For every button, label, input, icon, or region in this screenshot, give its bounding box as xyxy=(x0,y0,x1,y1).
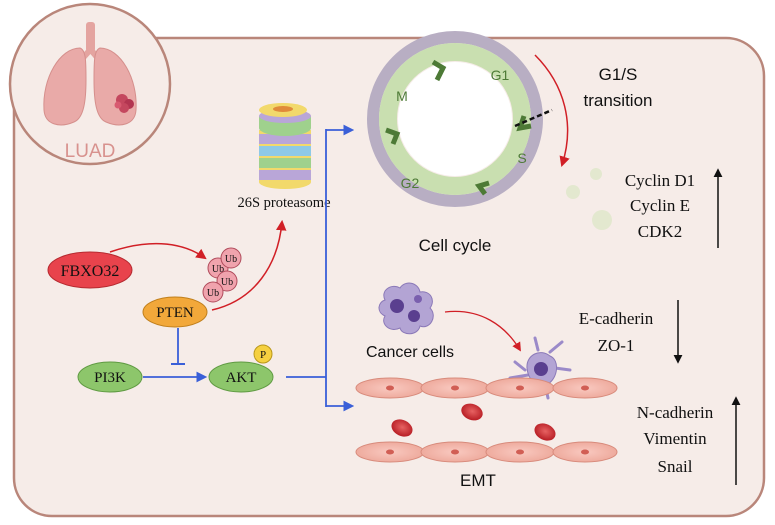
rbc-3 xyxy=(534,423,556,441)
bubble-2 xyxy=(566,185,580,199)
cc-marker-1: Cyclin D1 xyxy=(625,171,695,190)
pten-node: PTEN xyxy=(142,296,208,328)
pi3k-label: PI3K xyxy=(94,370,126,386)
pi3k-node: PI3K xyxy=(77,361,143,393)
invading-cell-icon xyxy=(508,336,572,400)
fbxo32-label: FBXO32 xyxy=(61,263,120,280)
pten-to-proteasome-arrow xyxy=(211,219,287,311)
fbxo32-to-ub-arrow xyxy=(109,242,207,260)
pten-label: PTEN xyxy=(156,305,194,321)
phospho-label: P xyxy=(260,349,266,361)
cancer-migration-arrow xyxy=(444,310,521,352)
mes-marker-2: Vimentin xyxy=(643,429,707,448)
lung-badge: LUAD xyxy=(8,2,172,166)
rbc-2 xyxy=(461,403,483,421)
phase-s: S xyxy=(517,150,526,166)
ub-label-3: Ub xyxy=(221,277,233,288)
phase-m: M xyxy=(396,88,408,104)
rbc-1 xyxy=(391,419,413,437)
cell-cycle-ring xyxy=(367,31,543,207)
ub-label-2: Ub xyxy=(225,254,237,265)
organ-label: LUAD xyxy=(65,141,116,162)
phase-g1: G1 xyxy=(491,67,510,83)
lungs-icon xyxy=(43,22,137,126)
transition-line-2: transition xyxy=(584,91,653,110)
akt-node: AKT P xyxy=(208,344,274,393)
mes-marker-3: Snail xyxy=(658,457,693,476)
fbxo32-node: FBXO32 xyxy=(47,251,133,289)
phospho-badge xyxy=(253,344,273,364)
bubble-1 xyxy=(590,168,602,180)
proteasome-icon xyxy=(259,103,311,189)
transition-line-1: G1/S xyxy=(599,65,638,84)
epithelial-layer-top xyxy=(355,377,618,399)
cell-cycle-title: Cell cycle xyxy=(419,236,492,255)
ubiquitin-chain: Ub Ub Ub Ub xyxy=(202,247,242,303)
akt-label: AKT xyxy=(226,370,257,386)
phase-g2: G2 xyxy=(401,175,420,191)
epi-marker-2: ZO-1 xyxy=(598,336,635,355)
cancer-cell-icon xyxy=(378,282,434,335)
emt-title: EMT xyxy=(460,471,496,490)
cc-marker-2: Cyclin E xyxy=(630,196,690,215)
mes-marker-1: N-cadherin xyxy=(637,403,714,422)
g1s-arrow xyxy=(534,54,570,167)
akt-branch-lines xyxy=(286,129,327,407)
bubble-3 xyxy=(592,210,612,230)
g1s-checkpoint-line xyxy=(514,108,553,128)
proteasome-label: 26S proteasome xyxy=(237,195,330,211)
cc-marker-3: CDK2 xyxy=(638,222,682,241)
epi-marker-1: E-cadherin xyxy=(579,309,654,328)
epithelial-layer-bottom xyxy=(355,441,618,463)
ub-label-1: Ub xyxy=(212,264,224,275)
cancer-cells-label: Cancer cells xyxy=(366,344,454,361)
ub-label-4: Ub xyxy=(207,288,219,299)
